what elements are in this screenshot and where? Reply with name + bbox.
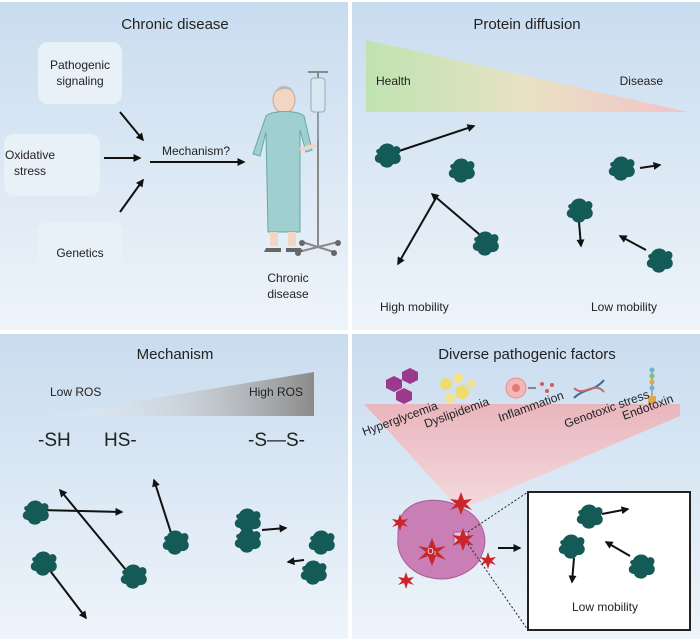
patient-label-line1: Chronic — [267, 271, 308, 285]
trajectory-arrow — [395, 124, 476, 153]
health-disease-gradient — [366, 40, 688, 112]
zoom-box — [527, 491, 691, 631]
trajectory-arrow — [601, 506, 630, 515]
arrow-genetics — [119, 178, 144, 213]
trajectory-arrow — [576, 221, 585, 248]
ros-burst-icon — [392, 492, 496, 589]
factor-box-oxidative — [4, 134, 100, 196]
low-mobility-group — [566, 156, 673, 273]
zoom-line-bottom — [467, 543, 529, 631]
ros-gradient — [46, 372, 314, 416]
dna-icon — [573, 379, 605, 399]
trajectory-arrow — [568, 557, 577, 584]
zoom-low-mobility-label: Low mobility — [572, 600, 638, 614]
thiol-hs: HS- — [104, 430, 137, 451]
thiol-sh: -SH — [38, 430, 71, 451]
health-label: Health — [376, 74, 411, 88]
low-mobility-label: Low mobility — [591, 300, 657, 314]
high-ros-label: High ROS — [249, 385, 303, 399]
oxidized-proteins-group — [234, 508, 335, 585]
trajectory-arrow — [430, 193, 487, 241]
mechanism-question: Mechanism? — [162, 144, 230, 158]
high-mobility-group — [374, 124, 499, 266]
trajectory-arrow — [604, 541, 631, 557]
panel-diffusion-title: Protein diffusion — [473, 16, 580, 33]
factor-funnel — [364, 404, 680, 510]
trajectory-arrow — [286, 557, 305, 566]
endotoxin-icon — [648, 367, 656, 404]
lipid-droplets-icon — [440, 373, 476, 403]
low-ros-label: Low ROS — [50, 385, 101, 399]
reduced-proteins-group — [22, 478, 189, 620]
trajectory-arrow — [59, 488, 127, 571]
panel-mechanism-title: Mechanism — [137, 346, 214, 363]
trajectory-arrow — [618, 235, 647, 251]
trajectory-arrow — [261, 524, 288, 533]
patient-figure-icon — [252, 86, 317, 252]
trajectory-arrow — [397, 197, 437, 266]
arrow-pathogenic — [119, 111, 144, 142]
o2-label: O₂ — [427, 547, 436, 556]
factor-box-genetics — [38, 222, 122, 284]
factor-oxidative-line2: stress — [14, 164, 46, 178]
trajectory-arrow — [39, 507, 124, 516]
trajectory-arrow — [152, 478, 173, 537]
factor-genetics: Genetics — [56, 246, 103, 260]
patient-label-line2: disease — [267, 287, 309, 301]
panel-chronic-title: Chronic disease — [121, 16, 229, 33]
disulfide-ss: -S—S- — [248, 430, 305, 451]
high-mobility-label: High mobility — [380, 300, 449, 314]
iv-stand-icon — [295, 71, 341, 256]
zoom-proteins-group — [558, 504, 655, 584]
trajectory-arrow — [47, 567, 87, 620]
hexagon-icon — [386, 368, 418, 404]
trajectory-arrow — [639, 162, 662, 170]
factor-box-pathogenic — [38, 42, 122, 104]
inflammation-cell-icon — [505, 377, 554, 399]
factor-pathogenic-line2: signaling — [56, 74, 103, 88]
panel-factors-title: Diverse pathogenic factors — [438, 346, 616, 363]
disease-label: Disease — [620, 74, 664, 88]
factor-pathogenic-line1: Pathogenic — [50, 58, 110, 72]
factor-oxidative-line1: Oxidative — [5, 148, 55, 162]
zoom-line-top — [467, 491, 529, 533]
